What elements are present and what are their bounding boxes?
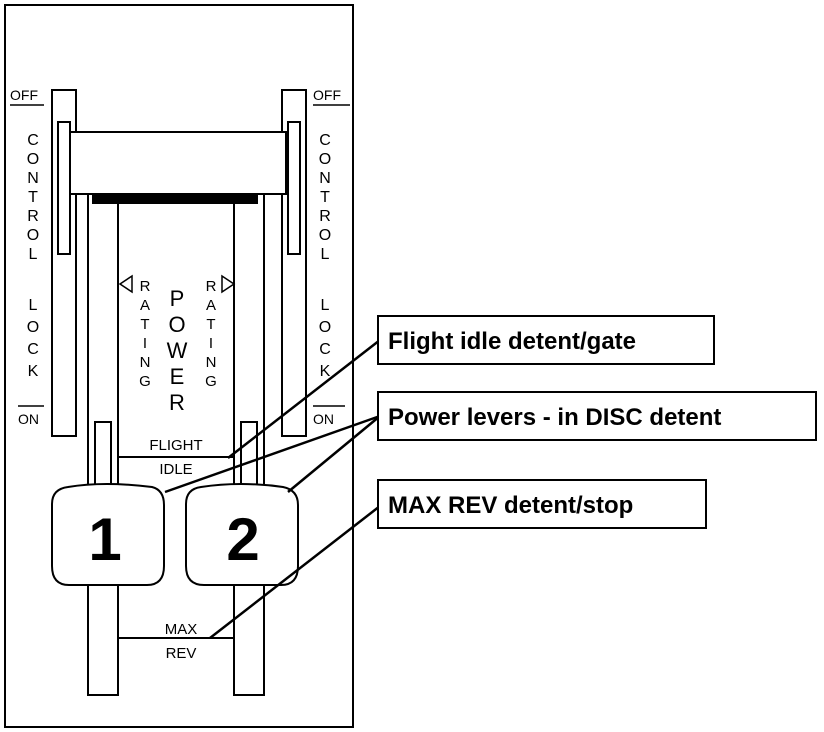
lever1-leader-line — [164, 414, 381, 494]
max-rev-callout-box — [377, 479, 707, 529]
upper-stop-bar — [92, 194, 258, 204]
max-rev-label-bottom: REV — [166, 645, 197, 662]
power-levers-callout-text: Power levers - in DISC detent — [388, 404, 721, 431]
right-lock-on-label: ON — [313, 411, 334, 427]
lock-crossbar — [69, 131, 287, 195]
power-lever-1[interactable] — [51, 483, 165, 586]
max-rev-callout-text: MAX REV detent/stop — [388, 492, 633, 519]
right-lock-slot — [287, 121, 301, 255]
rating-right-arrow-icon — [221, 274, 236, 294]
rating-left-arrow-icon — [118, 274, 133, 294]
max-rev-label-top: MAX — [165, 621, 198, 638]
lever-2-number: 2 — [226, 506, 259, 573]
flight-idle-label-top: FLIGHT — [149, 437, 202, 454]
left-lock-on-label: ON — [18, 411, 39, 427]
power-levers-callout-box — [377, 391, 817, 441]
left-lock-slot — [57, 121, 71, 255]
lever2-leader-line — [287, 415, 381, 493]
flight-idle-label-bottom: IDLE — [159, 461, 192, 478]
flight-idle-callout-box — [377, 315, 715, 365]
left-lock-off-label: OFF — [10, 87, 38, 103]
flight-idle-callout-text: Flight idle detent/gate — [388, 328, 636, 355]
lever-1-number: 1 — [88, 506, 121, 573]
right-lock-off-label: OFF — [313, 87, 341, 103]
power-lever-2[interactable] — [185, 483, 299, 586]
flight-idle-leader-line — [227, 339, 381, 459]
max-rev-leader-line — [209, 505, 381, 639]
